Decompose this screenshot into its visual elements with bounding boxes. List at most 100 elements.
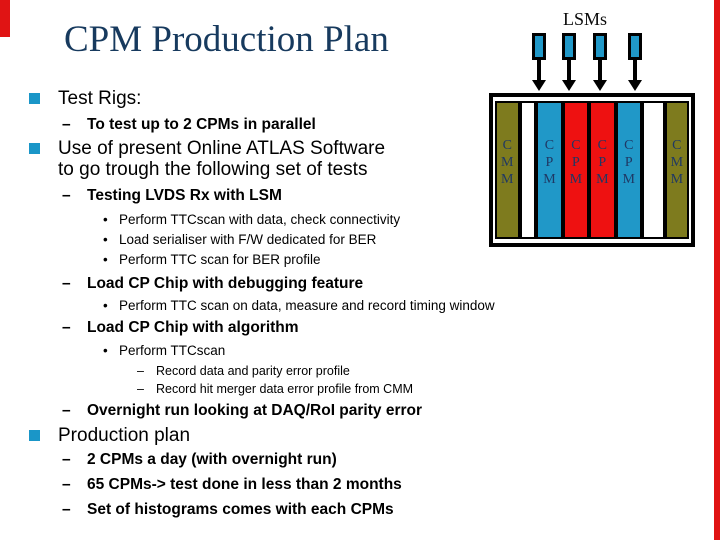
- slat-cmm: C M M: [495, 101, 520, 239]
- outline-item: – Overnight run looking at DAQ/RoI parit…: [0, 400, 700, 421]
- outline-item: – Testing LVDS Rx with LSM: [0, 185, 700, 206]
- outline-item-test-rigs: Test Rigs:: [0, 86, 700, 112]
- outline-item: – 65 CPMs-> test done in less than 2 mon…: [0, 474, 700, 495]
- lsm-module-2: [562, 33, 576, 93]
- outline-item: – Load CP Chip with algorithm: [0, 317, 700, 338]
- lsm-box-icon: [628, 33, 642, 60]
- outline-text: Record hit merger data error profile fro…: [156, 382, 414, 396]
- slat-letter: M: [569, 171, 583, 187]
- dot-marker-icon: •: [103, 212, 108, 227]
- outline-text: Production plan: [58, 425, 191, 446]
- slat-letter: C: [544, 137, 555, 153]
- lsm-box-icon: [593, 33, 607, 60]
- slat-letter: P: [545, 154, 554, 170]
- lsm-module-4: [628, 33, 642, 93]
- slat-cpm: C P M: [536, 101, 563, 239]
- outline-text: Set of histograms comes with each CPMs: [87, 501, 394, 518]
- slat-letter: M: [670, 154, 684, 170]
- crate-diagram: C M M C P M C P M C P M C P M C M M: [489, 93, 695, 247]
- outline-item-atlas-software: Use of present Online ATLAS Software: [0, 136, 700, 162]
- outline-text: To test up to 2 CPMs in parallel: [87, 116, 316, 133]
- dash-marker-icon: –: [62, 501, 71, 518]
- lsm-module-3: [593, 33, 607, 93]
- outline-text: 2 CPMs a day (with overnight run): [87, 451, 337, 468]
- arrow-head-icon: [562, 80, 576, 91]
- outline-item-production-plan: Production plan: [0, 423, 700, 449]
- slat-letter: C: [597, 137, 607, 153]
- dash-marker-icon: –: [62, 116, 71, 133]
- bullet-square-icon: [29, 93, 40, 104]
- slat-empty: [642, 101, 665, 239]
- lsm-box-icon: [562, 33, 576, 60]
- outline-text: Testing LVDS Rx with LSM: [87, 187, 282, 204]
- lsm-module-1: [532, 33, 546, 93]
- outline-item: – Record data and parity error profile: [0, 362, 700, 380]
- outline-item: • Load serialiser with F/W dedicated for…: [0, 230, 700, 249]
- dash-marker-icon: –: [137, 364, 144, 378]
- slat-cmm: C M M: [664, 101, 690, 239]
- slat-letter: M: [501, 171, 514, 187]
- arrow-down-icon: [537, 60, 541, 81]
- dot-marker-icon: •: [103, 298, 108, 313]
- outline-text: Perform TTC scan for BER profile: [119, 252, 321, 267]
- bullet-square-icon: [29, 143, 40, 154]
- outline-item: • Perform TTC scan on data, measure and …: [0, 296, 700, 315]
- red-accent-topleft: [0, 0, 10, 37]
- slat-letter: M: [670, 171, 684, 187]
- page-title: CPM Production Plan: [64, 19, 389, 60]
- slat-empty: [519, 101, 537, 239]
- slat-letter: C: [672, 137, 682, 153]
- outline-text: Use of present Online ATLAS Software: [58, 138, 386, 159]
- arrow-head-icon: [593, 80, 607, 91]
- dash-marker-icon: –: [62, 402, 71, 419]
- lsms-label: LSMs: [563, 9, 608, 29]
- outline-item: – To test up to 2 CPMs in parallel: [0, 114, 700, 135]
- slat-letter: P: [598, 154, 607, 170]
- outline-text: 65 CPMs-> test done in less than 2 month…: [87, 476, 402, 493]
- dash-marker-icon: –: [62, 319, 71, 336]
- slat-letter: C: [502, 137, 512, 153]
- dot-marker-icon: •: [103, 232, 108, 247]
- slat-letter: M: [622, 171, 635, 187]
- slat-letter: M: [596, 171, 609, 187]
- dot-marker-icon: •: [103, 343, 108, 358]
- dash-marker-icon: –: [62, 275, 71, 292]
- arrow-down-icon: [633, 60, 637, 81]
- outline-text: Load CP Chip with debugging feature: [87, 275, 364, 292]
- outline-item: • Perform TTCscan: [0, 341, 700, 360]
- outline-item-continuation: to go trough the following set of tests: [0, 157, 700, 183]
- outline-text: Load CP Chip with algorithm: [87, 319, 299, 336]
- outline-text: to go trough the following set of tests: [58, 159, 368, 180]
- outline-text: Overnight run looking at DAQ/RoI parity …: [87, 402, 423, 419]
- outline-text: Test Rigs:: [58, 88, 142, 109]
- slat-letter: M: [543, 171, 556, 187]
- bullet-square-icon: [29, 430, 40, 441]
- slat-cpm: C P M: [589, 101, 616, 239]
- outline-text: Perform TTCscan with data, check connect…: [119, 212, 401, 227]
- slat-letter: C: [624, 137, 634, 153]
- slat-cpm: C P M: [562, 101, 590, 239]
- arrow-down-icon: [567, 60, 571, 81]
- dash-marker-icon: –: [62, 476, 71, 493]
- red-accent-right-rail: [714, 0, 720, 540]
- dot-marker-icon: •: [103, 252, 108, 267]
- slat-letter: P: [624, 154, 633, 170]
- outline-item: – 2 CPMs a day (with overnight run): [0, 449, 700, 470]
- outline-item: • Perform TTC scan for BER profile: [0, 250, 700, 269]
- slat-cpm: C P M: [615, 101, 642, 239]
- slat-letter: C: [571, 137, 581, 153]
- lsm-box-icon: [532, 33, 546, 60]
- slat-letter: M: [501, 154, 514, 170]
- slat-letter: P: [571, 154, 580, 170]
- dash-marker-icon: –: [62, 451, 71, 468]
- arrow-head-icon: [532, 80, 546, 91]
- outline-item: – Set of histograms comes with each CPMs: [0, 499, 700, 520]
- outline-item: • Perform TTCscan with data, check conne…: [0, 210, 700, 229]
- outline-item: – Record hit merger data error profile f…: [0, 380, 700, 398]
- arrow-down-icon: [598, 60, 602, 81]
- outline-item: – Load CP Chip with debugging feature: [0, 273, 700, 294]
- outline-text: Perform TTC scan on data, measure and re…: [119, 298, 495, 313]
- outline-text: Record data and parity error profile: [156, 364, 350, 378]
- arrow-head-icon: [628, 80, 642, 91]
